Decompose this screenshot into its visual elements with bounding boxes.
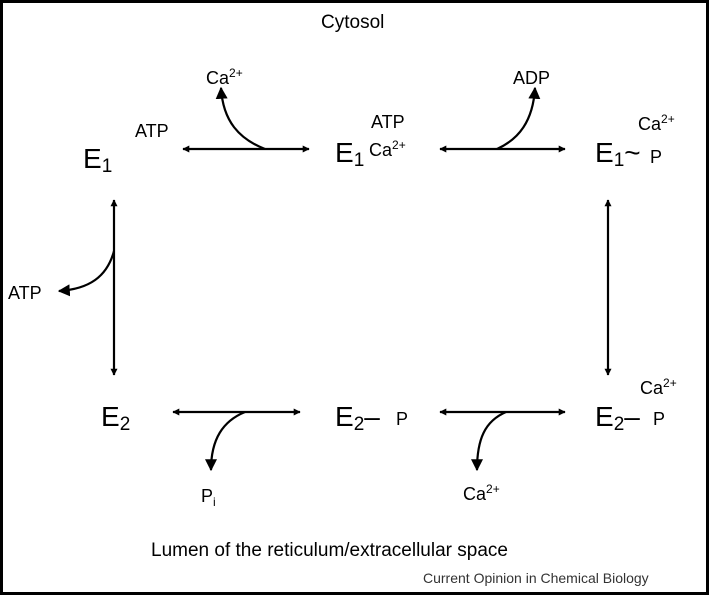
lumen-label: Lumen of the reticulum/extracellular spa… [151, 540, 508, 561]
curve-adp-release [496, 86, 541, 151]
ligand-ca-released-top: Ca2+ [206, 66, 243, 88]
curve-atp-release [57, 250, 116, 297]
ligand-atp-released: ATP [8, 283, 42, 303]
curve-pi-release [205, 410, 246, 472]
phosphate-e1p: P [650, 147, 663, 167]
cytosol-label: Cytosol [321, 12, 385, 33]
state-e1p: E1~ [595, 137, 641, 171]
phosphate-e2p-ca: P [653, 409, 666, 429]
reaction-cycle-arrows [57, 86, 612, 472]
state-e2: E2 [101, 401, 131, 435]
curve-ca-release-bottom [471, 410, 507, 472]
ligand-pi-released: Pi [201, 486, 216, 509]
state-e2p-ca: E2– [595, 401, 640, 435]
ligand-atp-e1: ATP [135, 121, 169, 141]
ligand-adp-released: ADP [513, 68, 551, 88]
ligand-ca-released-bottom: Ca2+ [463, 482, 500, 504]
state-e2p: E2– [335, 401, 380, 435]
phosphate-e2p: P [396, 409, 409, 429]
state-e1-atp-ca: E1 [335, 137, 365, 171]
ligand-atp-e1-atp-ca: ATP [371, 112, 405, 132]
curve-ca-release-top [215, 86, 266, 151]
credit-text: Current Opinion in Chemical Biology [423, 570, 649, 586]
ligand-ca-e2p-ca: Ca2+ [640, 376, 677, 398]
state-e1: E1 [83, 143, 113, 177]
ligand-ca-e1-atp-ca: Ca2+ [369, 138, 406, 160]
ligand-ca-e1p: Ca2+ [638, 112, 675, 134]
